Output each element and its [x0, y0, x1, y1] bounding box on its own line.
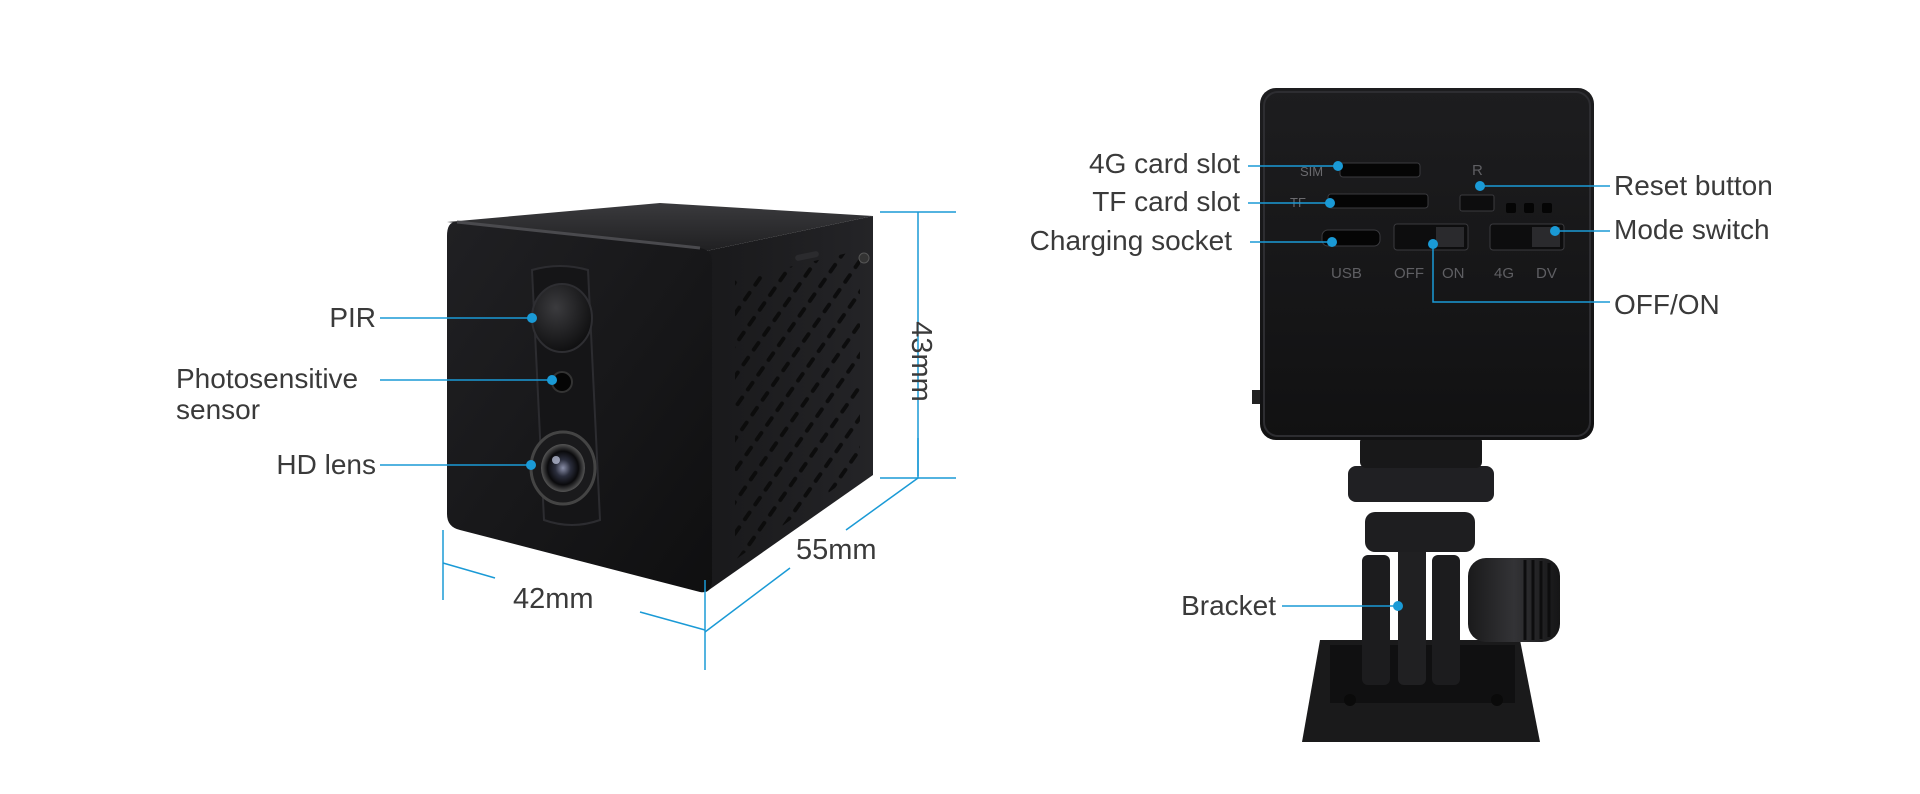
dimension-width: 42mm: [513, 583, 594, 615]
lens-glass: [541, 444, 585, 492]
status-leds: [1506, 203, 1516, 213]
back-camera-illustration: SIM TF USB OFF ON R 4G DV: [1252, 88, 1594, 742]
reset-callout-dot: [1475, 181, 1485, 191]
off-marking: OFF: [1394, 265, 1424, 282]
mode-callout-dot: [1550, 226, 1560, 236]
label-photosensor-line1: Photosensitive: [176, 363, 359, 394]
back-callouts: [1248, 165, 1610, 607]
label-charging: Charging socket: [1029, 225, 1232, 256]
front-callouts: [380, 313, 557, 470]
bracket-knob: [1468, 558, 1560, 642]
pir-dome: [531, 283, 593, 353]
pir-callout-dot: [527, 313, 537, 323]
ventilation-grille: [735, 250, 860, 560]
label-photosensor-line2: sensor: [176, 394, 261, 425]
sim-slot: [1339, 162, 1421, 178]
photosensor-callout-dot: [547, 375, 557, 385]
on-marking: ON: [1442, 265, 1465, 282]
bracket-arm: [1362, 555, 1390, 685]
sim-marking: SIM: [1300, 164, 1323, 179]
label-hd-lens: HD lens: [276, 449, 376, 480]
tf-slot: [1327, 193, 1429, 209]
reset-hole: [1459, 194, 1495, 212]
dimension-lines: [442, 211, 956, 670]
label-reset: Reset button: [1614, 170, 1773, 201]
label-power: OFF/ON: [1614, 289, 1720, 320]
front-camera-illustration: [447, 203, 873, 593]
label-tf-slot: TF card slot: [1092, 186, 1240, 217]
usb-marking: USB: [1331, 265, 1362, 282]
label-pir: PIR: [329, 302, 376, 333]
power-callout-dot: [1428, 239, 1438, 249]
dv-marking: DV: [1536, 265, 1557, 282]
label-bracket: Bracket: [1181, 590, 1276, 621]
lens-callout-dot: [526, 460, 536, 470]
label-mode: Mode switch: [1614, 214, 1770, 245]
dimension-height: 43mm: [904, 321, 937, 402]
tf-callout-dot: [1325, 198, 1335, 208]
label-sim-slot: 4G card slot: [1089, 148, 1240, 179]
sim-callout-dot: [1333, 161, 1343, 171]
camera-back-body: [1260, 88, 1594, 440]
4g-marking: 4G: [1494, 265, 1514, 282]
reset-marking: R: [1472, 162, 1483, 179]
camera-top-face: [447, 203, 873, 251]
bracket-callout-dot: [1393, 601, 1403, 611]
dimension-depth: 55mm: [796, 534, 877, 566]
usb-callout-dot: [1327, 237, 1337, 247]
